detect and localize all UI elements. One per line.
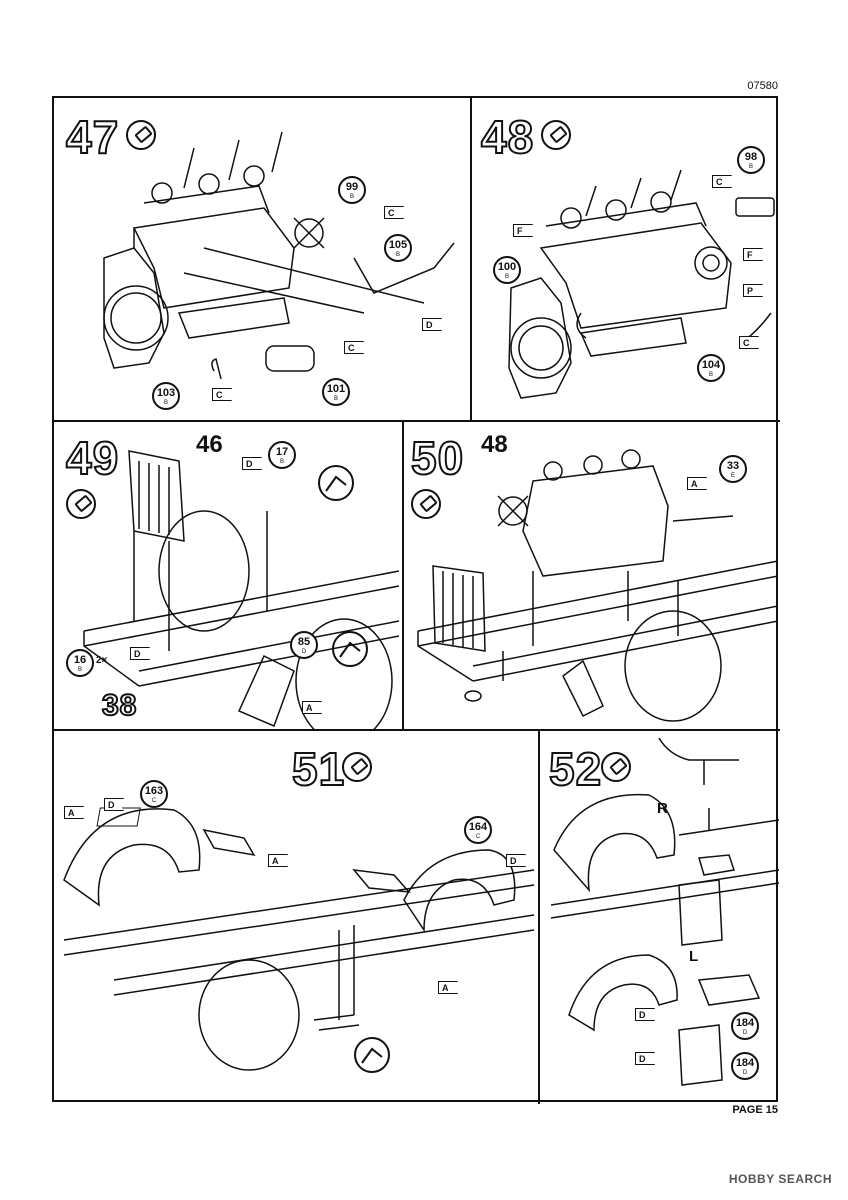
glue-icon: [541, 120, 571, 150]
glue-icon: [601, 752, 631, 782]
fender-drawing: [550, 737, 780, 1086]
glue-icon: [126, 120, 156, 150]
step-50-panel: 50 48: [403, 421, 780, 730]
step-51-panel: 51: [54, 730, 539, 1104]
rotate-arrow-icon: [332, 631, 368, 667]
engine-drawing: [103, 131, 455, 380]
step-number: 48: [480, 111, 535, 163]
radiator-ref-number: 46: [196, 431, 223, 458]
watermark: HOBBY SEARCH: [728, 1172, 832, 1186]
color-tag-d: D: [635, 1008, 655, 1021]
glue-icon: [66, 489, 96, 519]
chassis-drawing: [83, 450, 400, 730]
engine-drawing: [508, 169, 775, 399]
fender-drawing: [63, 807, 535, 1073]
sheet-code: 07580: [747, 80, 778, 92]
instruction-sheet: 47: [52, 96, 780, 1104]
color-tag-a: A: [687, 477, 707, 490]
part-38-label: 38: [101, 689, 138, 722]
color-tag-c: C: [344, 341, 364, 354]
side-label-right: R: [657, 800, 668, 817]
rotate-arrow-icon: [354, 1037, 390, 1073]
step-number: 49: [65, 432, 120, 484]
chassis-drawing: [417, 449, 779, 722]
step-number: 52: [548, 743, 603, 795]
step-49-panel: 49 46: [54, 421, 403, 730]
engine-ref-number: 48: [481, 431, 508, 458]
step-47-panel: 47: [54, 98, 471, 421]
rotate-arrow-icon: [318, 465, 354, 501]
glue-icon: [342, 752, 372, 782]
color-tag-c: C: [384, 206, 404, 219]
glue-icon: [411, 489, 441, 519]
step-number: 50: [410, 432, 465, 484]
quantity-label: 2×: [96, 655, 108, 666]
step-number: 51: [291, 743, 346, 795]
side-label-left: L: [689, 948, 699, 965]
panel-grid: [54, 98, 780, 1104]
step-number: 47: [65, 111, 120, 163]
page-number: PAGE 15: [732, 1104, 778, 1116]
